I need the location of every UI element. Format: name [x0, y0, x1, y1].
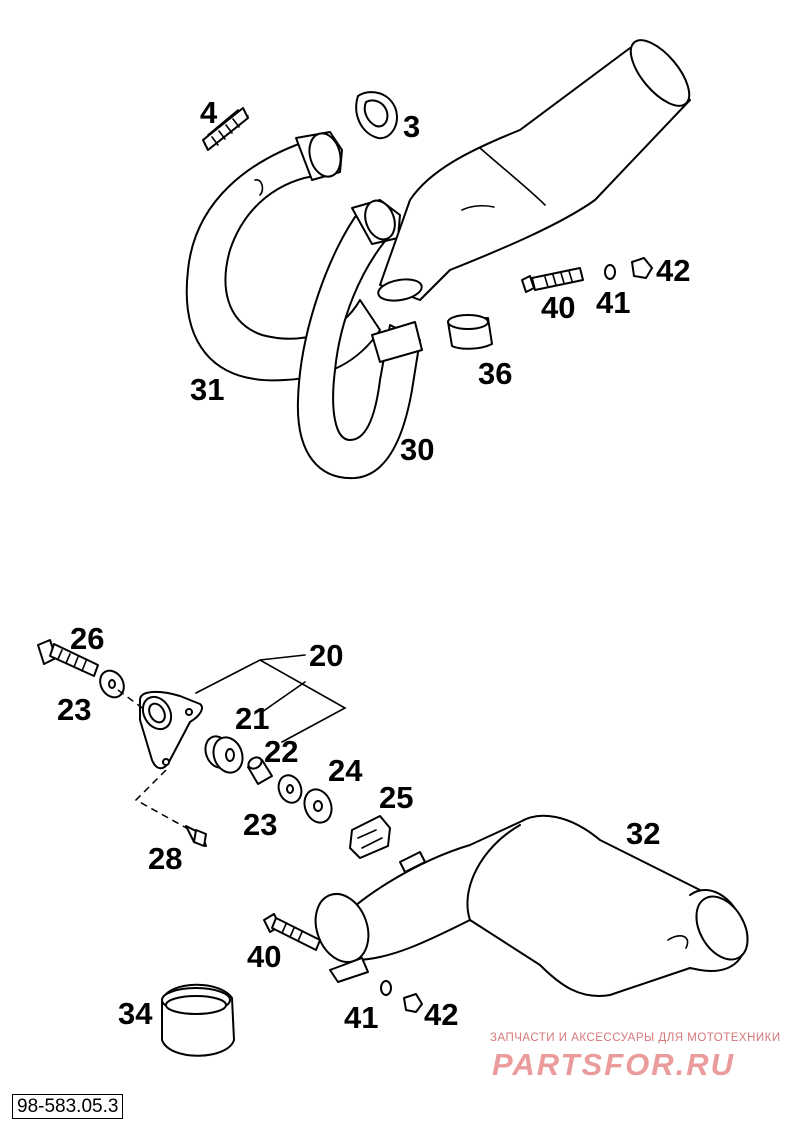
nut-42-bottom: [403, 993, 423, 1013]
mount-bracket: [139, 690, 203, 770]
callout-4: 4: [200, 95, 218, 130]
clip-nut-25: [349, 815, 391, 859]
exhaust-gasket-3: [355, 91, 398, 140]
callout-24: 24: [328, 753, 363, 788]
header-pipe-30: [296, 199, 423, 480]
spring-4: [202, 107, 249, 151]
header-pipe-31: [185, 131, 381, 382]
callout-26: 26: [70, 621, 104, 656]
washer-41-top: [604, 264, 616, 280]
callout-36: 36: [478, 356, 512, 391]
bolt-26: [37, 639, 99, 677]
watermark-logo: PARTSFOR.RU: [492, 1047, 736, 1082]
collector-pipe: [377, 39, 691, 302]
alignment-dash-1: [117, 689, 146, 711]
callout-22: 22: [264, 734, 298, 769]
watermark-caption: ЗАПЧАСТИ И АКСЕССУАРЫ ДЛЯ МОТОТЕХНИКИ: [490, 1032, 781, 1044]
bolt-40-top: [521, 267, 584, 293]
washer-24: [303, 788, 333, 824]
document-id-label: 98-583.05.3: [12, 1094, 124, 1119]
callout-31: 31: [190, 372, 224, 407]
sleeve-36: [447, 314, 493, 350]
nut-42-top: [631, 257, 653, 279]
callout-23-right: 23: [243, 807, 277, 842]
bolt-40-bottom: [263, 913, 321, 951]
grommet-21: [204, 735, 244, 774]
callout-40-top: 40: [541, 290, 575, 325]
callout-3: 3: [403, 109, 420, 144]
washer-23-right: [277, 774, 303, 804]
callout-40-bottom: 40: [247, 939, 281, 974]
leader-21: [261, 681, 306, 713]
callout-25: 25: [379, 780, 413, 815]
callout-23-left: 23: [57, 692, 91, 727]
callout-21: 21: [235, 701, 269, 736]
washer-23-left: [99, 669, 125, 699]
sleeve-34: [161, 983, 235, 1057]
callout-41-top: 41: [596, 285, 630, 320]
callout-32: 32: [626, 816, 660, 851]
alignment-dash-2: [134, 769, 191, 831]
callout-20: 20: [309, 638, 343, 673]
callout-42-bottom: 42: [424, 997, 458, 1032]
screw-28: [185, 825, 207, 847]
callout-34: 34: [118, 996, 153, 1031]
callout-28: 28: [148, 841, 182, 876]
silencer-32: [314, 814, 749, 997]
callout-30: 30: [400, 432, 434, 467]
washer-41-bottom: [380, 980, 392, 996]
sleeve-22: [247, 756, 273, 785]
callout-42-top: 42: [656, 253, 690, 288]
callout-41-bottom: 41: [344, 1000, 378, 1035]
